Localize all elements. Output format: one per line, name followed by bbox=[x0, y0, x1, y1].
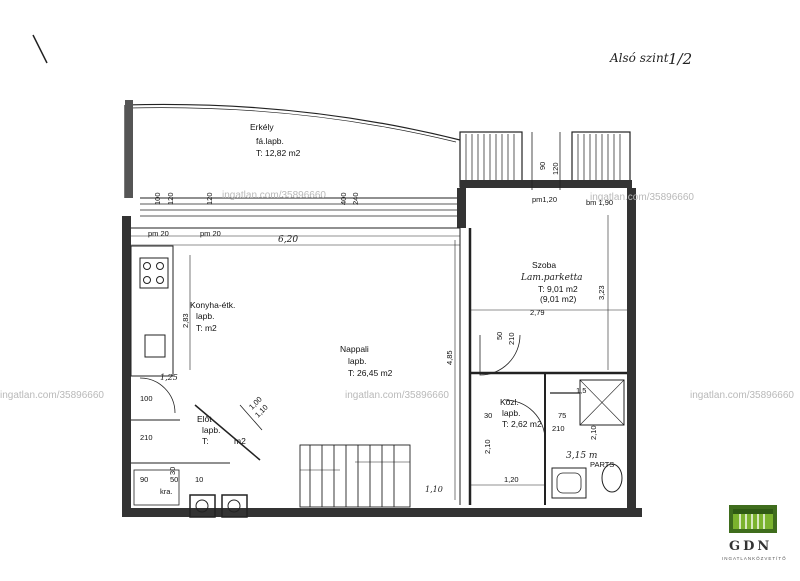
svg-text:100: 100 bbox=[140, 394, 153, 403]
entry-hall: Előt lapb. T: m2 bbox=[197, 414, 246, 446]
kitchen-name: Konyha-étk. bbox=[190, 300, 235, 310]
entry-floor: lapb. bbox=[202, 425, 220, 435]
svg-text:6,20: 6,20 bbox=[278, 235, 298, 245]
staircase bbox=[299, 444, 411, 508]
svg-text:210: 210 bbox=[552, 424, 565, 433]
outer-walls bbox=[122, 188, 642, 517]
svg-text:ingatlan.com/35896660: ingatlan.com/35896660 bbox=[345, 390, 449, 401]
level-note: Alsó szint bbox=[609, 51, 669, 65]
sheet-number: 1/2 bbox=[668, 50, 692, 68]
logo-subtitle: INGATLANKÖZVETÍTŐ bbox=[722, 555, 787, 561]
hallway: Közl. lapb. T: 2,62 m2 bbox=[500, 397, 542, 429]
svg-text:2,83: 2,83 bbox=[181, 313, 190, 328]
svg-text:50: 50 bbox=[170, 475, 178, 484]
svg-text:75: 75 bbox=[558, 411, 566, 420]
hall-area: T: 2,62 m2 bbox=[502, 419, 542, 429]
entry-area: T: bbox=[202, 436, 209, 446]
svg-text:120: 120 bbox=[166, 192, 175, 205]
dimension-lines bbox=[131, 215, 627, 500]
bedroom: Szoba Lam.parketta T: 9,01 m2 (9,01 m2) bbox=[520, 260, 583, 304]
balcony-floor: fá.lapb. bbox=[256, 136, 284, 146]
kitchen-floor: lapb. bbox=[196, 311, 214, 321]
hall-name: Közl. bbox=[500, 397, 519, 407]
svg-text:100: 100 bbox=[153, 192, 162, 205]
svg-text:120: 120 bbox=[205, 192, 214, 205]
svg-text:4,85: 4,85 bbox=[445, 350, 454, 365]
svg-text:90: 90 bbox=[140, 475, 148, 484]
living-room: Nappali lapb. T: 26,45 m2 bbox=[340, 344, 393, 378]
hall-floor: lapb. bbox=[502, 408, 520, 418]
kitchen: Konyha-étk. lapb. T: m2 bbox=[190, 300, 235, 333]
balcony-name: Erkély bbox=[250, 122, 274, 132]
kitchen-area: T: m2 bbox=[196, 323, 217, 333]
svg-text:pm1,20: pm1,20 bbox=[532, 195, 557, 204]
pen-stroke bbox=[32, 34, 48, 64]
svg-text:3,23: 3,23 bbox=[597, 285, 606, 300]
svg-text:ingatlan.com/35896660: ingatlan.com/35896660 bbox=[690, 390, 794, 401]
kitchen-counter bbox=[130, 245, 174, 377]
balcony-railing: 90 120 bbox=[459, 131, 632, 190]
entry-storage bbox=[133, 469, 248, 518]
svg-text:pm 20: pm 20 bbox=[200, 229, 221, 238]
gdn-logo: GDN INGATLANKÖZVETÍTŐ bbox=[722, 505, 787, 561]
svg-text:pm 20: pm 20 bbox=[148, 229, 169, 238]
door-swings bbox=[139, 334, 580, 441]
svg-text:30: 30 bbox=[484, 411, 492, 420]
living-name: Nappali bbox=[340, 344, 369, 354]
dim-120-railing: 120 bbox=[551, 162, 560, 175]
svg-text:ingatlan.com/35896660: ingatlan.com/35896660 bbox=[222, 190, 326, 201]
room-name: Szoba bbox=[532, 260, 556, 270]
svg-text:bm 1,90: bm 1,90 bbox=[586, 198, 613, 207]
window-dimensions: 100 120 120 400 240 bbox=[153, 192, 360, 205]
svg-text:1,5: 1,5 bbox=[576, 386, 586, 395]
svg-text:1,10: 1,10 bbox=[425, 485, 443, 494]
svg-text:210: 210 bbox=[507, 332, 516, 345]
wc-label: PARTS bbox=[590, 460, 614, 469]
dim-90: 90 bbox=[538, 162, 547, 170]
svg-text:210: 210 bbox=[140, 433, 153, 442]
svg-text:2,10: 2,10 bbox=[589, 425, 598, 440]
svg-text:50: 50 bbox=[495, 332, 504, 340]
living-floor: lapb. bbox=[348, 356, 366, 366]
wc-note: 3,15 m bbox=[566, 451, 597, 461]
entry-name: Előt bbox=[197, 414, 212, 424]
entry-area-unit: m2 bbox=[234, 436, 246, 446]
interior-walls bbox=[131, 227, 627, 505]
svg-text:ingatlan.com/35896660: ingatlan.com/35896660 bbox=[590, 192, 694, 203]
room-area: T: 9,01 m2 bbox=[538, 284, 578, 294]
svg-text:1,20: 1,20 bbox=[504, 475, 519, 484]
bathroom bbox=[551, 379, 625, 499]
dimension-labels: pm1,20 bm 1,90 pm 20 pm 20 6,20 2,83 4,8… bbox=[140, 195, 613, 494]
svg-text:30: 30 bbox=[168, 467, 177, 475]
svg-text:240: 240 bbox=[351, 192, 360, 205]
svg-text:10: 10 bbox=[195, 475, 203, 484]
svg-text:2,79: 2,79 bbox=[530, 308, 545, 317]
balcony-area: T: 12,82 m2 bbox=[256, 148, 301, 158]
room-area-alt: (9,01 m2) bbox=[540, 294, 577, 304]
storage-label: kra. bbox=[160, 487, 173, 496]
living-area: T: 26,45 m2 bbox=[348, 368, 393, 378]
logo-brand: GDN bbox=[729, 539, 772, 554]
svg-text:ingatlan.com/35896660: ingatlan.com/35896660 bbox=[0, 390, 104, 401]
logo-mark-icon bbox=[729, 505, 777, 533]
balcony: Erkély fá.lapb. T: 12,82 m2 bbox=[124, 100, 461, 217]
svg-text:400: 400 bbox=[339, 192, 348, 205]
svg-text:2,10: 2,10 bbox=[483, 439, 492, 454]
svg-text:1,25: 1,25 bbox=[160, 373, 178, 382]
watermarks: ingatlan.com/35896660 ingatlan.com/35896… bbox=[0, 190, 794, 401]
room-floor: Lam.parketta bbox=[520, 273, 583, 283]
